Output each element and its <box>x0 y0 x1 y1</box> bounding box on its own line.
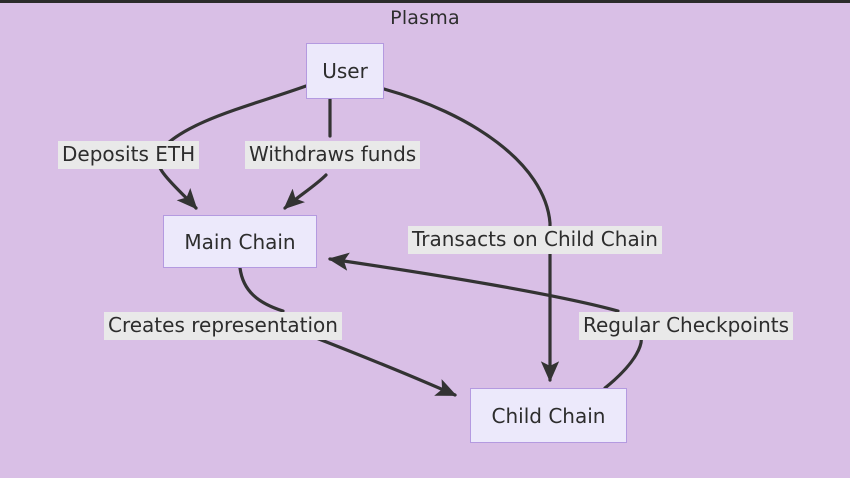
edge-label-transacts-on-child-chain: Transacts on Child Chain <box>408 226 662 254</box>
node-main-chain-label: Main Chain <box>184 229 296 254</box>
node-child-chain[interactable]: Child Chain <box>470 388 627 443</box>
edge-mainchain-to-childchain-creates <box>238 266 455 395</box>
edge-label-creates-representation: Creates representation <box>104 312 342 340</box>
node-child-chain-label: Child Chain <box>491 403 606 428</box>
node-main-chain[interactable]: Main Chain <box>163 215 317 268</box>
node-user-label: User <box>322 59 368 83</box>
edge-label-withdraws-funds: Withdraws funds <box>245 141 421 169</box>
diagram-title: Plasma <box>390 7 460 29</box>
edge-user-to-mainchain-withdraws <box>285 97 332 208</box>
edge-label-regular-checkpoints: Regular Checkpoints <box>579 312 794 340</box>
edge-user-to-childchain-transacts <box>382 87 560 383</box>
edge-label-deposits-eth: Deposits ETH <box>58 141 200 169</box>
node-user[interactable]: User <box>306 43 384 99</box>
